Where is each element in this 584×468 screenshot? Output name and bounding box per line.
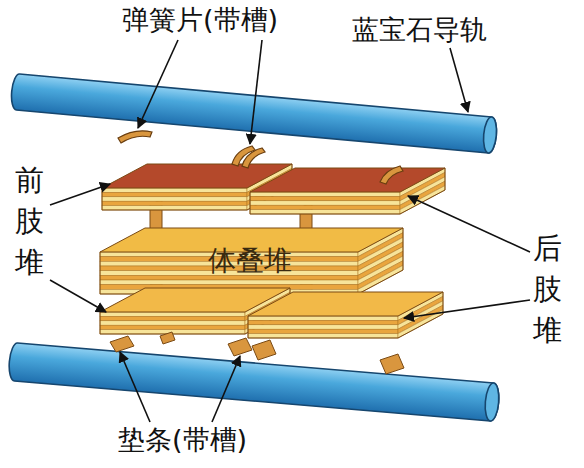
leader-arrow [212, 356, 240, 422]
stack-layer [248, 329, 398, 333]
stack-layer [250, 210, 400, 214]
stack-layer [100, 316, 245, 320]
stack-layer [250, 201, 400, 205]
leader-arrow [50, 280, 106, 312]
part-label: 后 肢 堆 [532, 228, 564, 352]
stack-outline [250, 168, 445, 214]
leader-arrow [250, 40, 262, 144]
shim-strip [110, 336, 134, 352]
part-label: 垫条(带槽) [118, 424, 247, 455]
rear-limb-stack-bottom [248, 292, 443, 338]
spring-leaf [118, 131, 152, 143]
rail-body [8, 343, 500, 422]
stack-layer [250, 196, 400, 200]
part-label: 前 肢 堆 [14, 160, 46, 284]
stack-layer-side [358, 265, 403, 294]
stack-name: 体叠堆 [208, 242, 292, 280]
stack-layer [100, 321, 245, 325]
stack-layer [250, 192, 400, 196]
stack-layer [102, 206, 247, 210]
stack-layer [102, 188, 247, 192]
spring-leaf [242, 148, 265, 168]
stack-layer [100, 280, 358, 285]
stack-box: 体叠堆 [100, 230, 400, 292]
leader-arrow [50, 184, 110, 205]
spring-leaf [380, 166, 403, 184]
stack-layer [100, 325, 245, 329]
stack-layer [102, 197, 247, 201]
stack-layer [250, 205, 400, 209]
shim-strip [160, 332, 175, 344]
stack-layer-side [358, 261, 403, 290]
stack-layer [248, 320, 398, 324]
sapphire-rail [8, 343, 500, 422]
stack-layer [248, 316, 398, 320]
stack-layer [100, 312, 245, 316]
stack-top [248, 292, 443, 316]
stack-outline [100, 228, 403, 294]
stack-outline [248, 292, 443, 338]
stack-layer [248, 325, 398, 329]
part-label: 蓝宝石导轨 [352, 14, 487, 45]
shim-strip [228, 338, 252, 356]
stack-top [250, 168, 445, 192]
rail-end [484, 383, 500, 422]
leader-arrow [138, 40, 178, 128]
shim-strip [380, 354, 404, 374]
leader-arrow [120, 352, 150, 422]
part-label: 弹簧片(带槽) [122, 4, 278, 35]
stack-layer [248, 334, 398, 338]
stack-layer [102, 192, 247, 196]
stack-layer [102, 201, 247, 205]
rear-limb-stack-top [250, 168, 445, 214]
leader-arrow [404, 300, 530, 318]
leader-arrow [408, 196, 530, 252]
shim-strip [252, 340, 276, 360]
body-stack [100, 228, 403, 294]
leader-arrow [450, 48, 468, 112]
rail-end [482, 117, 498, 154]
